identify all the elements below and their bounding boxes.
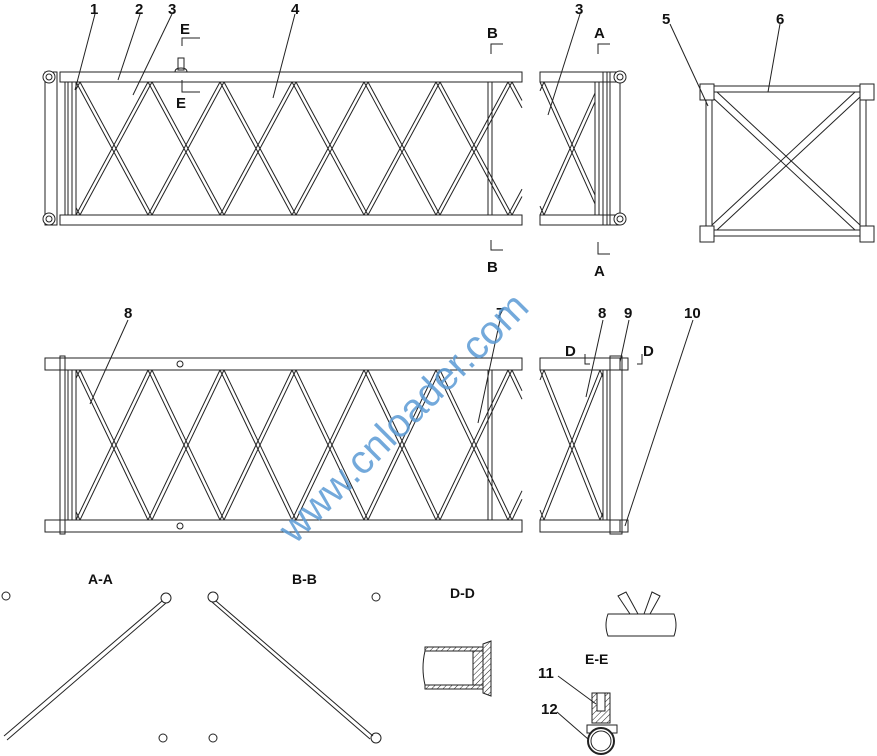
section-title-d-d: D-D [450, 585, 475, 601]
callout-3: 3 [168, 1, 176, 18]
lacing-member [507, 369, 523, 400]
section-mark-e: E [176, 95, 186, 112]
lacing-member [599, 369, 604, 378]
callout-4: 4 [291, 1, 300, 18]
section-title-b-b: B-B [292, 571, 317, 587]
lacing-member [543, 101, 596, 216]
lacing-member [543, 81, 596, 196]
top-truss-elevation [42, 57, 627, 226]
callout-leaders [74, 13, 781, 740]
lacing-member [363, 369, 437, 521]
lacing-member [147, 369, 221, 521]
lacing-member [363, 81, 437, 216]
lacing-member [439, 81, 513, 216]
section-mark-a: A [594, 263, 605, 280]
lacing-member [511, 369, 523, 392]
callout-3: 3 [575, 1, 583, 18]
section-b-b [207, 591, 382, 744]
callout-10: 10 [684, 305, 701, 322]
callout-12: 12 [541, 701, 558, 718]
lacing-member [219, 81, 293, 216]
section-mark-b: B [487, 25, 498, 42]
callout-6: 6 [776, 11, 784, 28]
lacing-member [151, 81, 225, 216]
section-mark-d: D [643, 343, 654, 360]
section-markers [181, 37, 643, 365]
lacing-member [507, 81, 523, 109]
lacing-member [539, 92, 596, 216]
lacing-member [539, 81, 596, 205]
lacing-member [147, 81, 221, 216]
lacing-member [439, 369, 513, 521]
lacing-member [151, 369, 225, 521]
lacing-member [435, 369, 509, 521]
lacing-member [511, 196, 523, 216]
lacing-member [291, 81, 365, 216]
callout-8: 8 [124, 305, 132, 322]
callout-5: 5 [662, 11, 670, 28]
section-e-e [586, 591, 677, 755]
lacing-member [543, 369, 604, 518]
section-a-a [1, 591, 172, 743]
callout-1: 1 [90, 1, 98, 18]
lacing-member [75, 369, 149, 521]
bottom-truss-elevation [44, 355, 629, 535]
truss-cross-section [699, 83, 875, 243]
lacing-member [295, 369, 369, 521]
section-title-e-e: E-E [585, 651, 608, 667]
lacing-member [539, 369, 601, 521]
callout-9: 9 [624, 305, 632, 322]
lacing-member [511, 81, 523, 101]
callout-2: 2 [135, 1, 143, 18]
lacing-member [75, 81, 149, 216]
callout-8: 8 [598, 305, 606, 322]
lacing-member [599, 512, 604, 521]
lacing-member [507, 490, 523, 521]
lacing-member [223, 81, 297, 216]
lacing-member [223, 369, 297, 521]
lacing-member [79, 81, 153, 216]
lacing-member [79, 369, 153, 521]
callout-7: 7 [496, 305, 504, 322]
lacing-member [367, 369, 441, 521]
lacing-member [367, 81, 441, 216]
section-mark-d: D [565, 343, 576, 360]
lacing-member [435, 81, 509, 216]
lacing-member [507, 188, 523, 216]
callout-11: 11 [538, 665, 554, 682]
watermark: www.cnloader.com [270, 284, 538, 552]
section-mark-a: A [594, 25, 605, 42]
lacing-member [511, 498, 523, 521]
section-mark-b: B [487, 259, 498, 276]
lacing-member [543, 372, 604, 521]
lacing-member [219, 369, 293, 521]
section-d-d [422, 640, 492, 697]
lacing-member [291, 369, 365, 521]
section-mark-e: E [180, 21, 190, 38]
lacing-member [295, 81, 369, 216]
section-title-a-a: A-A [88, 571, 113, 587]
